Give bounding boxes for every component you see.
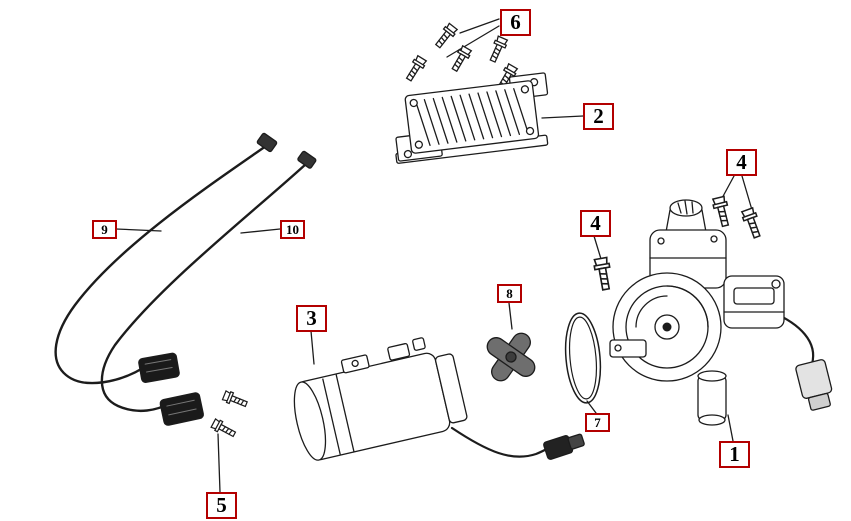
callout-5: 5 (206, 492, 237, 519)
callout-3: 3 (296, 305, 327, 332)
callout-6: 6 (500, 9, 531, 36)
callout-4-right: 4 (726, 149, 757, 176)
motor-connector (543, 433, 585, 460)
callout-7: 7 (585, 413, 610, 432)
cable-harness-9 (54, 132, 278, 385)
bolt-part-4-mid (592, 256, 615, 292)
part-motor (293, 337, 585, 461)
callout-10: 10 (280, 220, 305, 239)
callout-8: 8 (497, 284, 522, 303)
part-control-module (395, 72, 549, 164)
cable-harness-10 (100, 150, 317, 426)
leader-lines (115, 18, 753, 493)
part-coupling (486, 332, 536, 382)
callout-4-mid: 4 (580, 210, 611, 237)
callout-9: 9 (92, 220, 117, 239)
screws-part-5 (210, 389, 250, 440)
part-pump-assembly (609, 199, 833, 426)
callout-2: 2 (583, 103, 614, 130)
part-o-ring (564, 312, 602, 404)
callout-1: 1 (719, 441, 750, 468)
